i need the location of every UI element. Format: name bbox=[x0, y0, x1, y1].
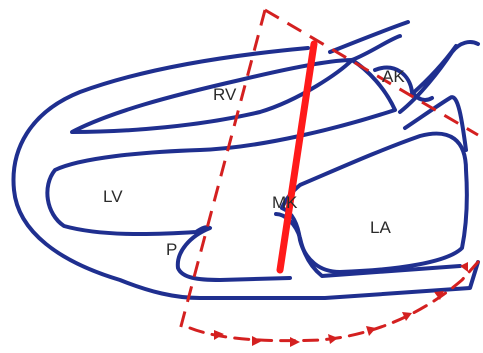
left-ventricle-wall bbox=[45, 58, 397, 282]
outer-heart-wall bbox=[11, 46, 480, 300]
arrowhead-3 bbox=[290, 337, 300, 347]
arrowhead-5 bbox=[366, 326, 376, 336]
label-lv: LV bbox=[103, 187, 123, 206]
arrowhead-8 bbox=[460, 262, 468, 272]
label-p: P bbox=[166, 240, 177, 259]
label-ak: AK bbox=[382, 67, 405, 86]
posterior-wall bbox=[403, 95, 468, 152]
arrowhead-7 bbox=[434, 291, 444, 300]
label-la: LA bbox=[370, 218, 391, 237]
dashed-region-outline bbox=[178, 8, 479, 331]
mitral-valve-leaflet bbox=[274, 212, 462, 278]
left-atrium-wall bbox=[280, 131, 469, 274]
arrowhead-6 bbox=[402, 312, 412, 321]
arrowhead-1 bbox=[214, 330, 224, 340]
arrowhead-4 bbox=[328, 334, 338, 344]
great-vessel-wall bbox=[398, 40, 480, 114]
arrowhead-2 bbox=[252, 336, 262, 346]
arrow-trail bbox=[188, 260, 480, 343]
label-rv: RV bbox=[213, 85, 237, 104]
label-mk: MK bbox=[272, 193, 298, 212]
red-cut-line bbox=[276, 40, 318, 274]
